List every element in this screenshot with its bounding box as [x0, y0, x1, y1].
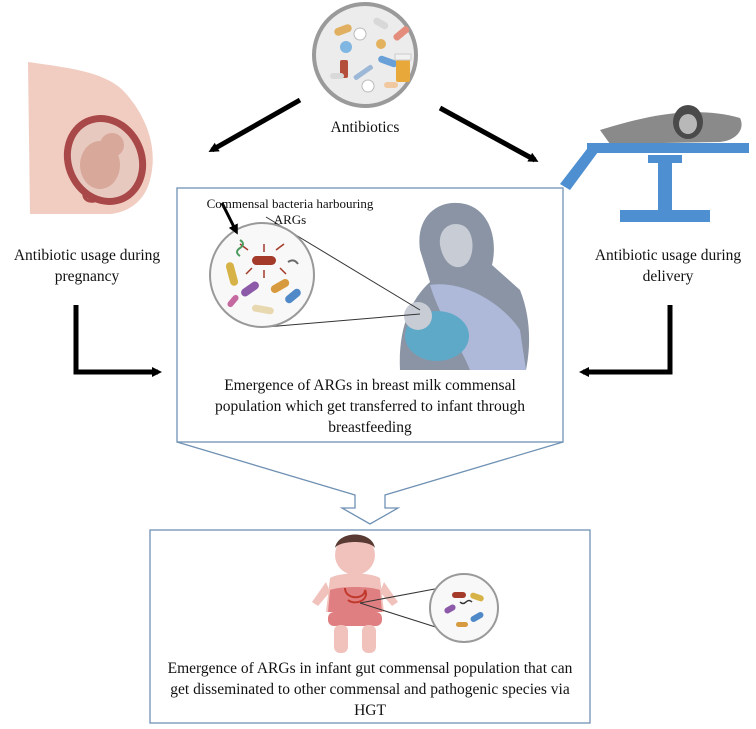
label-breast-milk: Emergence of ARGs in breast milk commens…: [215, 377, 525, 436]
label-commensal: Commensal bacteria harbouring ARGs: [206, 196, 374, 227]
funnel-arrow: [176, 441, 564, 525]
infant-bacteria-icon: [429, 573, 499, 643]
breastfeeding-mother-icon: [399, 202, 530, 370]
label-pregnancy: Antibiotic usage during pregnancy: [13, 247, 161, 285]
label-delivery: Antibiotic usage during delivery: [594, 247, 742, 285]
infant-zoom-line-top: [359, 587, 441, 604]
arrow-to-bacteria: [220, 202, 238, 235]
infant-zoom-line-bottom: [359, 602, 446, 631]
arrow-to-pregnancy: [208, 97, 302, 153]
pregnant-womb-icon: [28, 62, 153, 214]
arrow-to-delivery: [438, 105, 539, 163]
pills-circle-icon: [312, 2, 418, 108]
label-infant-gut: Emergence of ARGs in infant gut commensa…: [167, 660, 573, 719]
arrow-pregnancy-to-box: [73, 305, 162, 377]
label-antibiotics: Antibiotics: [330, 119, 400, 136]
arrow-delivery-to-box: [579, 305, 673, 377]
bacteria-cluster-icon: [209, 222, 315, 328]
zoom-line-bottom: [265, 313, 421, 328]
delivery-table-icon: [560, 105, 749, 222]
infant-gut-icon: [312, 534, 398, 653]
